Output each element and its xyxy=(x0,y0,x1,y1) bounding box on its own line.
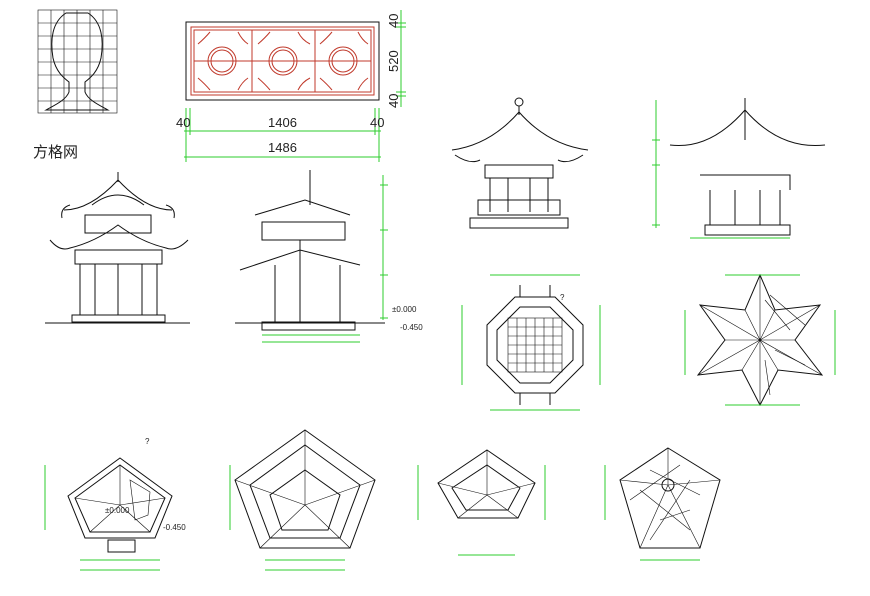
section-level-low: -0.450 xyxy=(400,323,423,332)
double-eave-pavilion-elevation xyxy=(45,172,190,324)
dim-panel-bottom: 40 xyxy=(386,94,401,108)
pentagon-floor-plan xyxy=(44,457,173,571)
grid-label: 方格网 xyxy=(33,143,78,161)
mark-question-1: ? xyxy=(145,437,150,446)
single-eave-pavilion-section xyxy=(652,98,826,239)
pentagon-roof-plan xyxy=(604,447,721,561)
panel-dimension-lines xyxy=(184,10,406,162)
pentagon-small-roof-framing-plan xyxy=(417,449,546,556)
lattice-panel-drawing xyxy=(185,21,380,101)
vase-grid-drawing xyxy=(37,9,118,114)
dim-panel-total-width: 1486 xyxy=(268,140,297,155)
mark-question-2: ? xyxy=(560,293,565,302)
pentagon-level-low: -0.450 xyxy=(163,523,186,532)
dim-panel-height: 520 xyxy=(386,50,401,72)
octagon-roof-plan xyxy=(684,273,836,407)
dim-panel-right: 40 xyxy=(370,115,384,130)
section-level-ground: ±0.000 xyxy=(392,305,417,314)
dim-panel-inner-width: 1406 xyxy=(268,115,297,130)
octagon-floor-plan xyxy=(461,274,601,411)
double-eave-pavilion-section xyxy=(235,170,388,343)
dim-panel-left: 40 xyxy=(176,115,190,130)
dim-panel-top: 40 xyxy=(386,14,401,28)
pentagon-level-ground: ±0.000 xyxy=(105,506,130,515)
single-eave-pavilion-elevation xyxy=(451,97,589,229)
pentagon-roof-framing-plan xyxy=(229,429,376,571)
